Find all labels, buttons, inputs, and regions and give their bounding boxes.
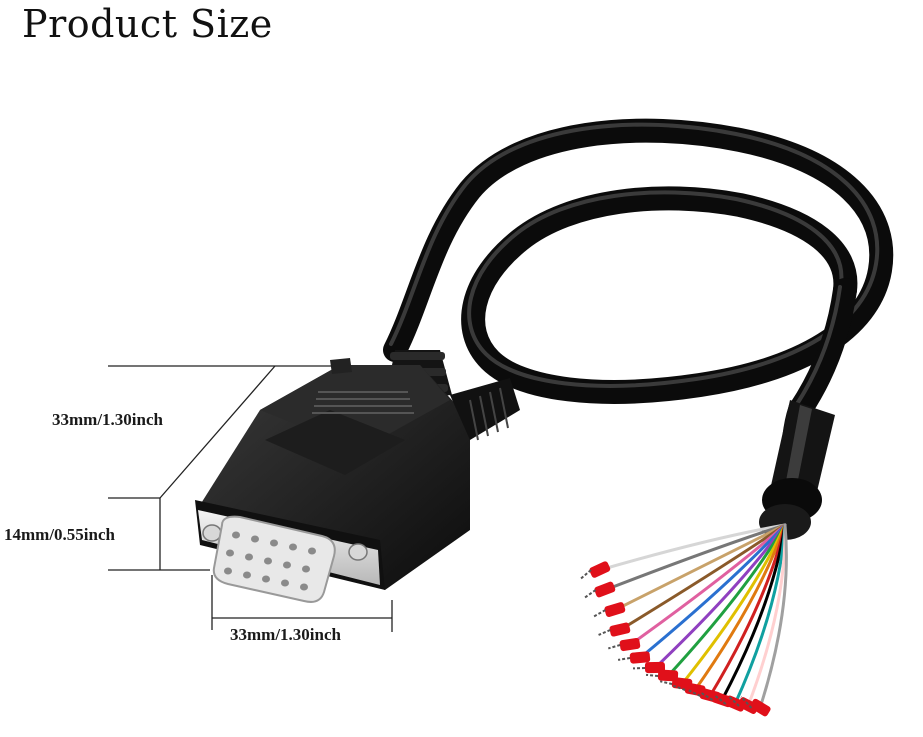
pin-hole xyxy=(262,575,270,583)
pin-hole xyxy=(251,535,259,543)
loose-wires xyxy=(598,523,788,710)
right-screw-icon xyxy=(348,543,368,561)
wire-tip xyxy=(645,673,659,677)
wire-tip xyxy=(617,657,631,661)
dimension-lines xyxy=(108,365,393,632)
wire xyxy=(598,523,787,572)
wire-tip xyxy=(607,644,621,650)
pin-hole xyxy=(302,565,310,573)
wire xyxy=(680,523,787,686)
wire-tip xyxy=(593,609,606,618)
wire-tip xyxy=(688,689,701,697)
pin-hole xyxy=(226,549,234,557)
pin-hole xyxy=(270,539,278,547)
wire xyxy=(603,523,787,592)
ferrule xyxy=(684,682,706,697)
page-title: Product Size xyxy=(22,2,273,46)
ferrule xyxy=(604,602,626,617)
pin-hole xyxy=(283,561,291,569)
pin-hole xyxy=(245,553,253,561)
pin-hole xyxy=(281,579,289,587)
pin-hole xyxy=(264,557,272,565)
pin-hole xyxy=(243,571,251,579)
pin-hole xyxy=(232,531,240,539)
wire-ferrules xyxy=(579,561,771,717)
wire-tip xyxy=(583,589,597,599)
pin-hole xyxy=(224,567,232,575)
width-dimension-label: 33mm/1.30inch xyxy=(230,625,341,644)
left-screw-icon xyxy=(202,524,222,542)
wire xyxy=(733,523,787,706)
depth-dimension-label: 14mm/0.55inch xyxy=(4,525,115,544)
metal-shell-face xyxy=(195,500,385,603)
pin-hole xyxy=(308,547,316,555)
wire xyxy=(613,523,787,612)
wire xyxy=(618,523,787,632)
wire-tip xyxy=(714,694,727,705)
ferrule xyxy=(609,622,631,637)
ferrule xyxy=(589,561,611,578)
wire xyxy=(666,523,787,678)
wire xyxy=(693,523,787,692)
ferrule xyxy=(619,637,641,652)
wire-tip xyxy=(673,684,686,691)
wire xyxy=(758,523,788,710)
wire-tip xyxy=(700,691,714,701)
wire xyxy=(708,523,787,698)
ferrule xyxy=(749,698,771,717)
wire-tip xyxy=(598,629,611,636)
connector-pin-holes xyxy=(224,531,316,591)
wire-tip xyxy=(579,569,592,581)
wire xyxy=(628,523,787,647)
pin-hole xyxy=(300,583,308,591)
wire xyxy=(653,523,787,670)
wire xyxy=(638,523,787,660)
wire-tip xyxy=(727,695,740,707)
wire-tip xyxy=(740,695,753,709)
ferrule xyxy=(594,581,616,598)
height-dimension-label: 33mm/1.30inch xyxy=(52,410,163,429)
pin-hole xyxy=(289,543,297,551)
wire xyxy=(720,523,787,702)
wire-tip xyxy=(659,680,673,685)
cable-end-sleeve xyxy=(759,400,835,540)
ferrule xyxy=(629,651,651,664)
